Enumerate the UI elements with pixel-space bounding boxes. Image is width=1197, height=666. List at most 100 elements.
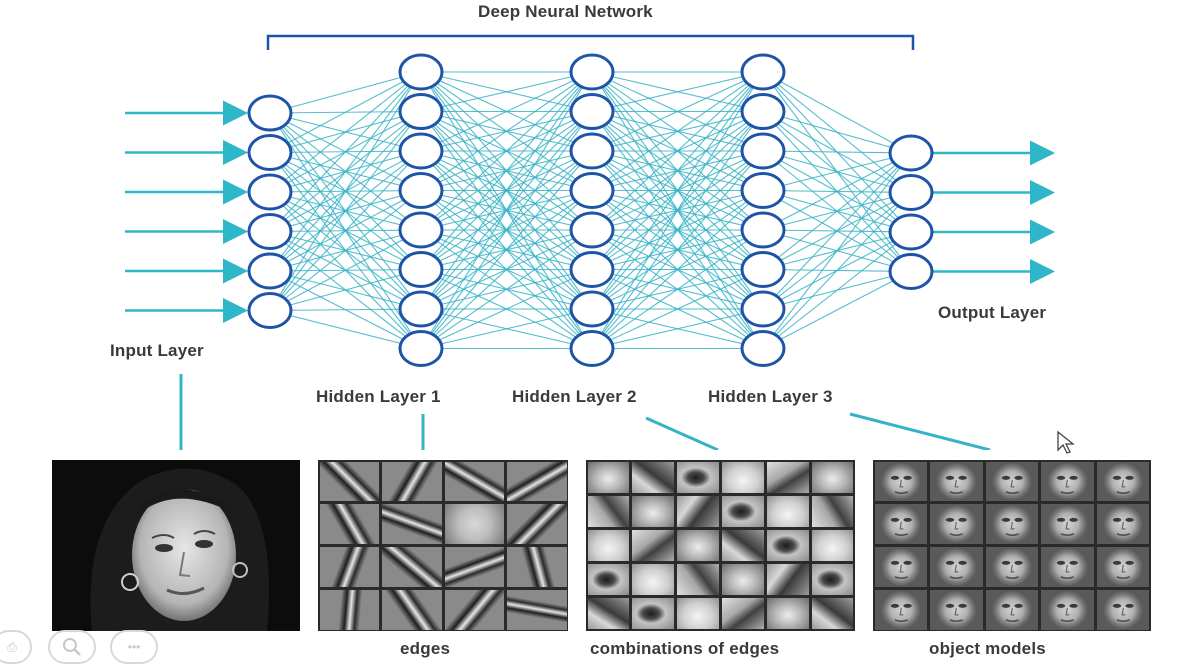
feature-tile — [811, 598, 854, 630]
neuron-node — [888, 213, 934, 251]
face-model-glyph — [890, 518, 912, 537]
connection-edge — [762, 192, 912, 349]
more-icon: ••• — [127, 640, 141, 654]
face-model-glyph — [945, 603, 967, 622]
neuron-node — [398, 290, 444, 328]
face-model-glyph — [945, 475, 967, 494]
feature-tile — [766, 529, 809, 562]
feature-tile — [319, 461, 379, 502]
feature-tile — [507, 547, 567, 587]
feature-tile — [1096, 547, 1150, 587]
feature-tile — [677, 598, 719, 630]
connection-edge — [420, 71, 593, 231]
connection-edge — [591, 71, 764, 231]
feature-tile — [632, 598, 675, 630]
feature-tile — [444, 504, 504, 544]
neuron-node — [569, 290, 615, 328]
object-models-feature-image — [873, 460, 1151, 631]
feature-tile — [319, 589, 379, 630]
feature-tile — [587, 564, 630, 596]
face-model-glyph — [1001, 603, 1023, 622]
feature-tile — [382, 547, 442, 587]
face-model-glyph — [1112, 603, 1134, 622]
connection-edge — [591, 308, 764, 350]
face-model-glyph — [1001, 560, 1023, 580]
feature-tile — [766, 564, 809, 596]
feature-tile — [1041, 547, 1094, 587]
feature-tile — [811, 564, 854, 596]
hidden-layer-1-label: Hidden Layer 1 — [316, 387, 441, 406]
print-icon: ⎙ — [7, 639, 17, 654]
connection-edge — [762, 231, 912, 349]
feature-tile — [722, 598, 764, 630]
connection-edge — [762, 152, 912, 192]
connection-edge — [591, 71, 764, 310]
hidden2-panel-connector — [645, 416, 719, 450]
feature-tile — [382, 504, 442, 544]
neuron-node — [740, 93, 786, 130]
output-layer-label: Output Layer — [938, 303, 1047, 322]
feature-tile — [587, 461, 630, 493]
connection-edge — [591, 269, 764, 349]
hidden3-panel-connector — [849, 412, 991, 450]
feature-tile — [444, 547, 504, 587]
neuron-node — [398, 132, 444, 170]
feature-tile — [507, 589, 567, 630]
feature-tile — [722, 529, 764, 562]
feature-tile — [382, 589, 442, 630]
neuron-node — [740, 251, 786, 288]
input-layer-label: Input Layer — [110, 341, 204, 360]
face-model-glyph — [1112, 560, 1134, 580]
connection-edge — [762, 150, 912, 154]
connection-edge — [269, 229, 422, 311]
feature-tile — [1096, 504, 1150, 544]
feature-tile — [811, 529, 854, 562]
edges-feature-image — [318, 460, 568, 631]
hidden-layer-3-label: Hidden Layer 3 — [708, 387, 833, 406]
face-illustration — [90, 468, 269, 631]
neuron-node — [398, 251, 444, 288]
connection-edge — [420, 71, 593, 191]
connection-edge — [269, 71, 422, 272]
feature-tile — [722, 564, 764, 596]
connection-edge — [420, 229, 593, 349]
feature-tile — [811, 495, 854, 527]
face-model-glyph — [1057, 603, 1079, 622]
connection-edge — [591, 71, 764, 349]
feature-tile — [632, 564, 675, 596]
feature-tile — [766, 495, 809, 527]
feature-tile — [874, 547, 928, 587]
connection-edge — [762, 271, 912, 349]
combinations-caption: combinations of edges — [590, 639, 780, 658]
feature-tile — [722, 461, 764, 493]
neuron-node — [569, 211, 615, 249]
feature-tile — [930, 547, 983, 587]
neuron-node — [569, 53, 615, 91]
feature-tile — [677, 495, 719, 527]
connection-edge — [269, 309, 422, 350]
face-model-glyph — [890, 475, 912, 494]
connection-edge — [420, 71, 593, 113]
face-model-glyph — [1057, 518, 1079, 537]
connection-edge — [591, 150, 764, 349]
connection-edge — [762, 152, 912, 349]
more-button[interactable]: ••• — [110, 630, 158, 664]
mouse-cursor-icon — [1057, 430, 1075, 454]
connection-edge — [269, 71, 422, 232]
connection-edge — [420, 150, 593, 349]
print-button[interactable]: ⎙ — [0, 630, 32, 664]
connection-edge — [762, 71, 912, 154]
title-bracket — [266, 34, 915, 50]
zoom-icon — [63, 638, 81, 656]
feature-tile — [677, 461, 719, 493]
object-models-caption: object models — [929, 639, 1046, 658]
connection-edge — [420, 190, 593, 349]
zoom-button[interactable] — [48, 630, 96, 664]
neuron-node — [569, 330, 615, 367]
neuron-node — [740, 53, 786, 91]
feature-tile — [985, 504, 1039, 544]
neuron-node — [398, 330, 444, 367]
neuron-node — [740, 330, 786, 367]
neuron-node — [740, 290, 786, 328]
feature-tile — [677, 529, 719, 562]
